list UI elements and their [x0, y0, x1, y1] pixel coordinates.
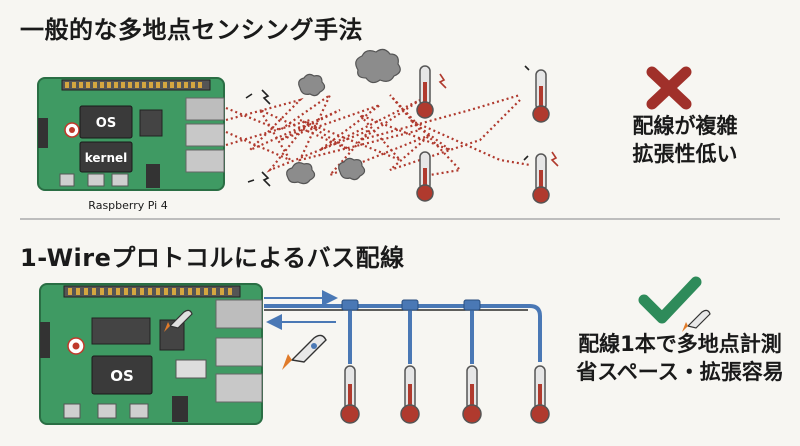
- rocket-icon: [682, 309, 711, 332]
- board-caption: Raspberry Pi 4: [88, 199, 167, 212]
- chip-kernel-label: kernel: [85, 151, 128, 165]
- rocket-icon: [164, 309, 193, 332]
- thermometer-icon: [462, 365, 482, 424]
- thermometer-icon: [400, 365, 420, 424]
- tangled-wiring: [225, 91, 531, 177]
- smoke-cloud-icons: [286, 48, 401, 185]
- drawback-line-2: 拡張性低い: [632, 142, 738, 166]
- thermometer-icon: [532, 153, 550, 204]
- benefit-line-2: 省スペース・拡張容易: [576, 360, 784, 384]
- check-icon: [638, 276, 702, 324]
- rocket-icon: [282, 334, 327, 370]
- spark-icons: [245, 65, 559, 187]
- benefit-note: 配線1本で多地点計測 省スペース・拡張容易: [570, 330, 790, 386]
- raspberry-pi-board-bottom: [39, 283, 263, 425]
- bus-junctions: [341, 299, 481, 311]
- heading-onewire-bus: 1-Wireプロトコルによるバス配線: [20, 244, 405, 272]
- drawback-note: 配線が複雑 拡張性低い: [600, 112, 770, 168]
- thermometer-icon: [530, 365, 550, 424]
- heading-general-method: 一般的な多地点センシング手法: [20, 16, 363, 44]
- onewire-bus: [264, 304, 542, 364]
- benefit-line-1: 配線1本で多地点計測: [578, 332, 782, 356]
- thermometer-icon: [532, 69, 550, 123]
- thermometer-icon: [416, 151, 434, 202]
- chip-os-label-bottom: OS: [110, 367, 134, 385]
- chip-os-label-top: OS: [96, 116, 116, 131]
- section-divider: [20, 218, 780, 220]
- thermometer-icon: [340, 365, 360, 424]
- cross-icon: [646, 66, 692, 110]
- raspberry-pi-board-top: [37, 77, 225, 191]
- thermometer-icon: [416, 65, 434, 119]
- drawback-line-1: 配線が複雑: [632, 114, 738, 138]
